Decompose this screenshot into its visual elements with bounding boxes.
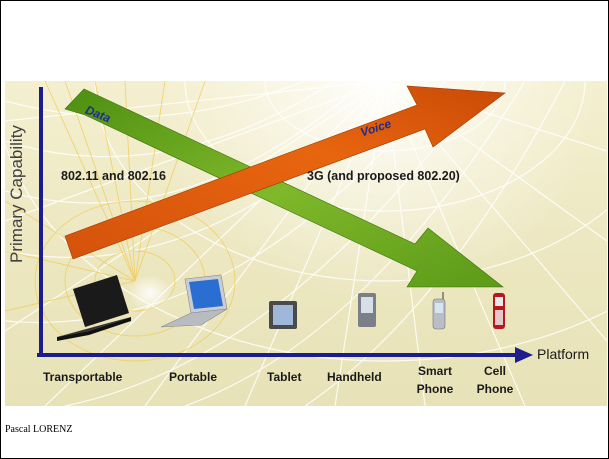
cellphone-label-line1: Cell <box>483 364 506 378</box>
tech-label-3g: 3G (and proposed 802.20) <box>307 169 460 183</box>
diagram-graphics <box>5 81 607 406</box>
platform-label-cellphone: Cell Phone <box>475 362 515 398</box>
tablet-icon <box>269 301 297 329</box>
y-axis-label: Primary Capability <box>7 125 26 263</box>
laptop-icon <box>57 275 131 341</box>
glow-spot <box>128 275 172 311</box>
data-arrow <box>64 88 504 288</box>
cellphone-label-line2: Phone <box>476 382 514 396</box>
smartphone-label-line2: Phone <box>416 382 454 396</box>
platform-label-smartphone: Smart Phone <box>413 362 457 398</box>
cellphone-icon <box>493 293 505 329</box>
smartphone-icon <box>432 292 446 330</box>
platform-label-transportable: Transportable <box>43 370 123 384</box>
handheld-icon <box>358 293 376 327</box>
footer-author: Pascal LORENZ <box>5 424 73 435</box>
platform-label-portable: Portable <box>169 370 218 384</box>
voice-arrow <box>64 85 506 260</box>
platform-label-handheld: Handheld <box>327 370 382 384</box>
tech-label-wifi: 802.11 and 802.16 <box>61 169 166 183</box>
x-axis-arrowhead <box>515 347 533 363</box>
diagram-panel: Primary Capability Data Voice 802.11 and… <box>5 81 607 406</box>
portable-laptop-icon <box>160 274 228 328</box>
x-axis-label: Platform <box>537 346 590 362</box>
platform-label-tablet: Tablet <box>267 370 302 384</box>
smartphone-label-line1: Smart <box>417 364 452 378</box>
